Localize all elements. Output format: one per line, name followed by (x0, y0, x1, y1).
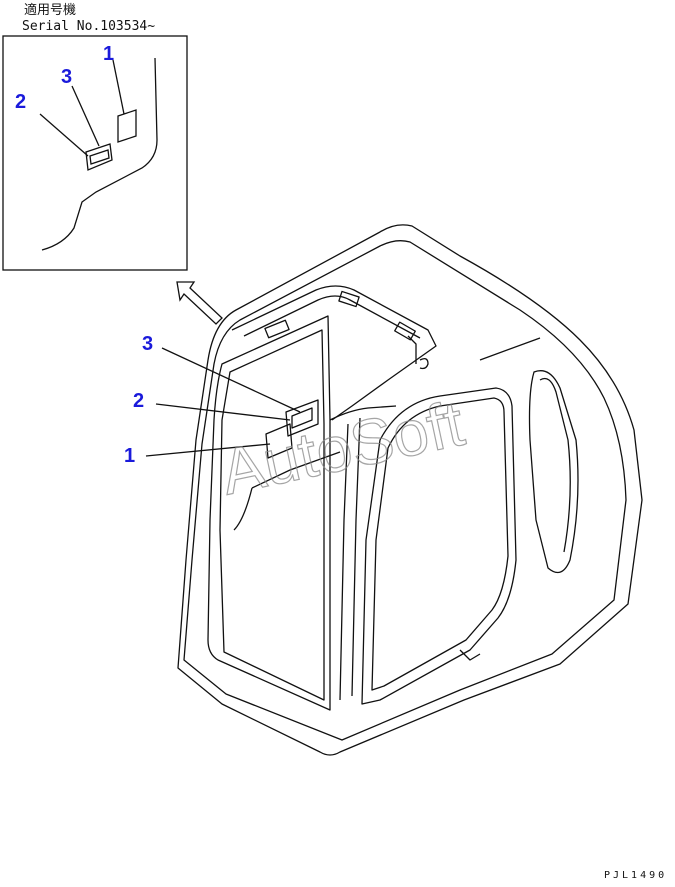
inset-cab-outline (41, 57, 158, 251)
serial-number: Serial No.103534~ (22, 19, 155, 34)
door-window-inner (371, 397, 509, 691)
drawing-code: PJL1490 (604, 870, 667, 881)
cab-drawing (145, 224, 643, 756)
inset-leader-1 (112, 59, 125, 115)
leader-3 (161, 347, 301, 413)
inset-part-2 (85, 143, 113, 171)
roof-clip-right (394, 321, 416, 341)
inset-callout-2: 2 (15, 91, 26, 113)
dash-line (251, 451, 341, 489)
roof-frame (231, 285, 437, 421)
watermark: AutoSoft (215, 387, 470, 509)
callout-1: 1 (124, 445, 135, 467)
roof-hook (419, 358, 429, 370)
inset-leader-3 (71, 85, 100, 147)
roof-inner (243, 295, 421, 339)
inset-callout-3: 3 (61, 66, 72, 88)
door-latch (459, 649, 481, 661)
rear-window-inner (539, 377, 571, 553)
applicable-label: 適用号機 (24, 2, 76, 18)
center-pillar-right (351, 417, 361, 697)
center-pillar-left (339, 423, 349, 701)
front-window (207, 315, 331, 711)
inset-frame (2, 35, 188, 271)
part-3-insert (291, 407, 313, 429)
roof-bracket (407, 335, 417, 364)
roof-clip-top (338, 290, 360, 308)
part-2-holder (285, 399, 319, 437)
dash-curve (233, 487, 253, 531)
inset-leader-2 (39, 113, 89, 157)
door-window (361, 387, 517, 705)
roof-clip-left (264, 319, 290, 339)
front-window-inner (219, 329, 325, 701)
detail-arrow-icon (176, 281, 223, 325)
leader-2 (155, 403, 291, 421)
leader-1 (145, 443, 271, 457)
part-1-plate (265, 423, 293, 459)
cab-outer-shell (177, 224, 643, 756)
pillar-top (329, 405, 397, 421)
belt-line (479, 337, 541, 361)
inset-part-3 (89, 149, 110, 165)
cab-inner-shell (183, 240, 627, 741)
callout-3: 3 (142, 333, 153, 355)
rear-window (528, 370, 579, 574)
inset-callout-1: 1 (103, 43, 114, 65)
callout-2: 2 (133, 390, 144, 412)
inset-part-1 (117, 109, 137, 143)
inset-detail (2, 35, 188, 271)
